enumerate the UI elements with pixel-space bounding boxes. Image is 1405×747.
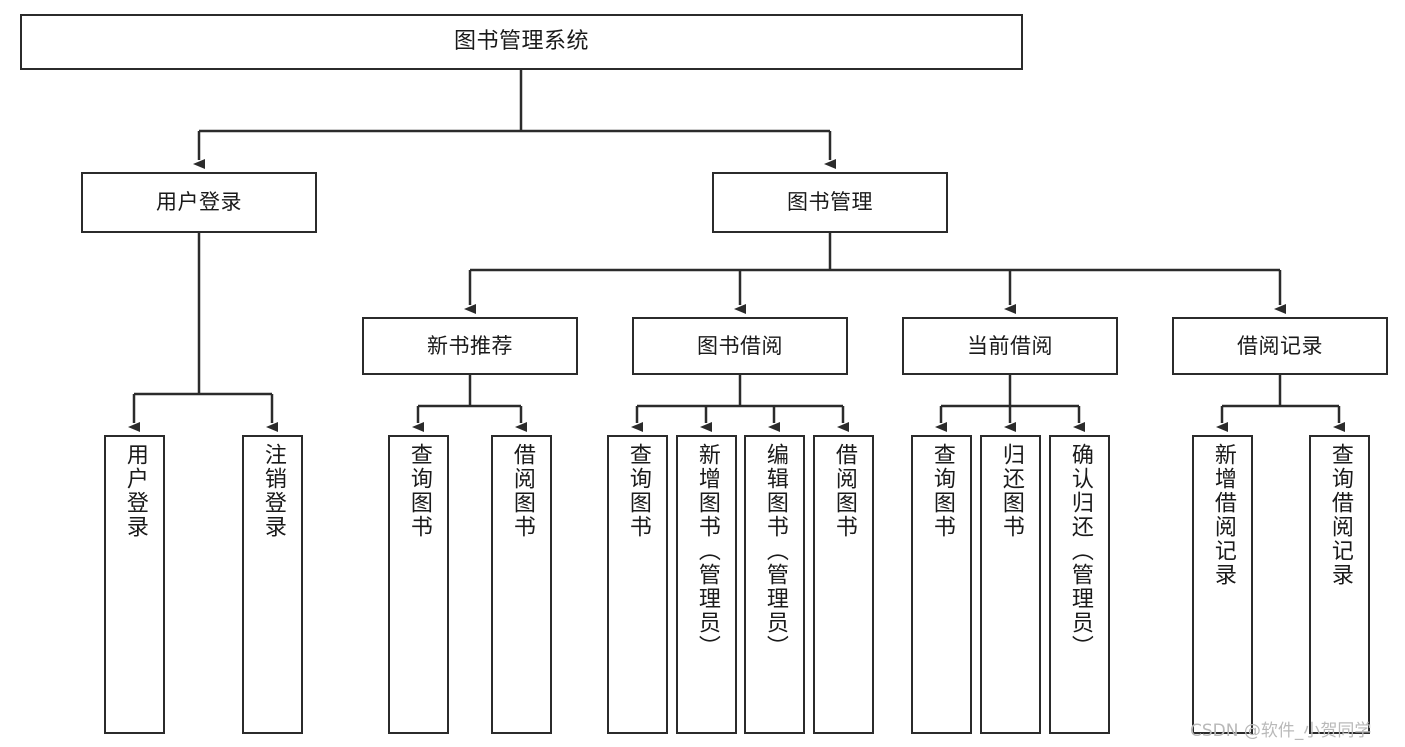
node-label: 借阅图书	[509, 443, 535, 539]
node-label: 借阅图书	[831, 443, 857, 539]
leaf-current-confirm-return-admin[interactable]: 确认归还（管理员）	[1049, 435, 1110, 734]
node-label: 借阅记录	[1237, 333, 1323, 358]
node-user-login[interactable]: 用户登录	[81, 172, 317, 233]
node-label: 用户登录	[156, 190, 242, 215]
leaf-user-login-login[interactable]: 用户登录	[104, 435, 165, 734]
node-label: 查询图书	[929, 443, 955, 539]
node-label: 用户登录	[122, 443, 148, 539]
node-borrow-record[interactable]: 借阅记录	[1172, 317, 1388, 375]
node-label: 编辑图书（管理员）	[762, 443, 788, 659]
leaf-current-return-book[interactable]: 归还图书	[980, 435, 1041, 734]
node-current-borrow[interactable]: 当前借阅	[902, 317, 1118, 375]
node-label: 图书管理系统	[453, 29, 589, 55]
node-label: 归还图书	[998, 443, 1024, 539]
node-label: 图书借阅	[697, 333, 783, 358]
leaf-record-query-borrow-record[interactable]: 查询借阅记录	[1309, 435, 1370, 734]
csdn-watermark: CSDN @软件_小贺同学	[1190, 721, 1372, 741]
node-label: 图书管理	[787, 190, 873, 215]
node-label: 查询借阅记录	[1327, 443, 1353, 587]
leaf-borrow-borrow-book[interactable]: 借阅图书	[813, 435, 874, 734]
leaf-borrow-add-book-admin[interactable]: 新增图书（管理员）	[676, 435, 737, 734]
node-label: 新增图书（管理员）	[694, 443, 720, 659]
node-book-management[interactable]: 图书管理	[712, 172, 948, 233]
leaf-recommend-borrow-book[interactable]: 借阅图书	[491, 435, 552, 734]
leaf-current-query-book[interactable]: 查询图书	[911, 435, 972, 734]
node-label: 当前借阅	[967, 333, 1053, 358]
leaf-record-add-borrow-record[interactable]: 新增借阅记录	[1192, 435, 1253, 734]
node-label: 注销登录	[260, 443, 286, 539]
leaf-user-login-logout[interactable]: 注销登录	[242, 435, 303, 734]
node-label: 查询图书	[625, 443, 651, 539]
node-label: 查询图书	[406, 443, 432, 539]
leaf-recommend-query-book[interactable]: 查询图书	[388, 435, 449, 734]
node-root-system[interactable]: 图书管理系统	[20, 14, 1023, 70]
node-new-book-recommend[interactable]: 新书推荐	[362, 317, 578, 375]
node-label: 确认归还（管理员）	[1067, 443, 1093, 659]
leaf-borrow-query-book[interactable]: 查询图书	[607, 435, 668, 734]
node-label: 新书推荐	[427, 333, 513, 358]
node-book-borrow[interactable]: 图书借阅	[632, 317, 848, 375]
leaf-borrow-edit-book-admin[interactable]: 编辑图书（管理员）	[744, 435, 805, 734]
node-label: 新增借阅记录	[1210, 443, 1236, 587]
